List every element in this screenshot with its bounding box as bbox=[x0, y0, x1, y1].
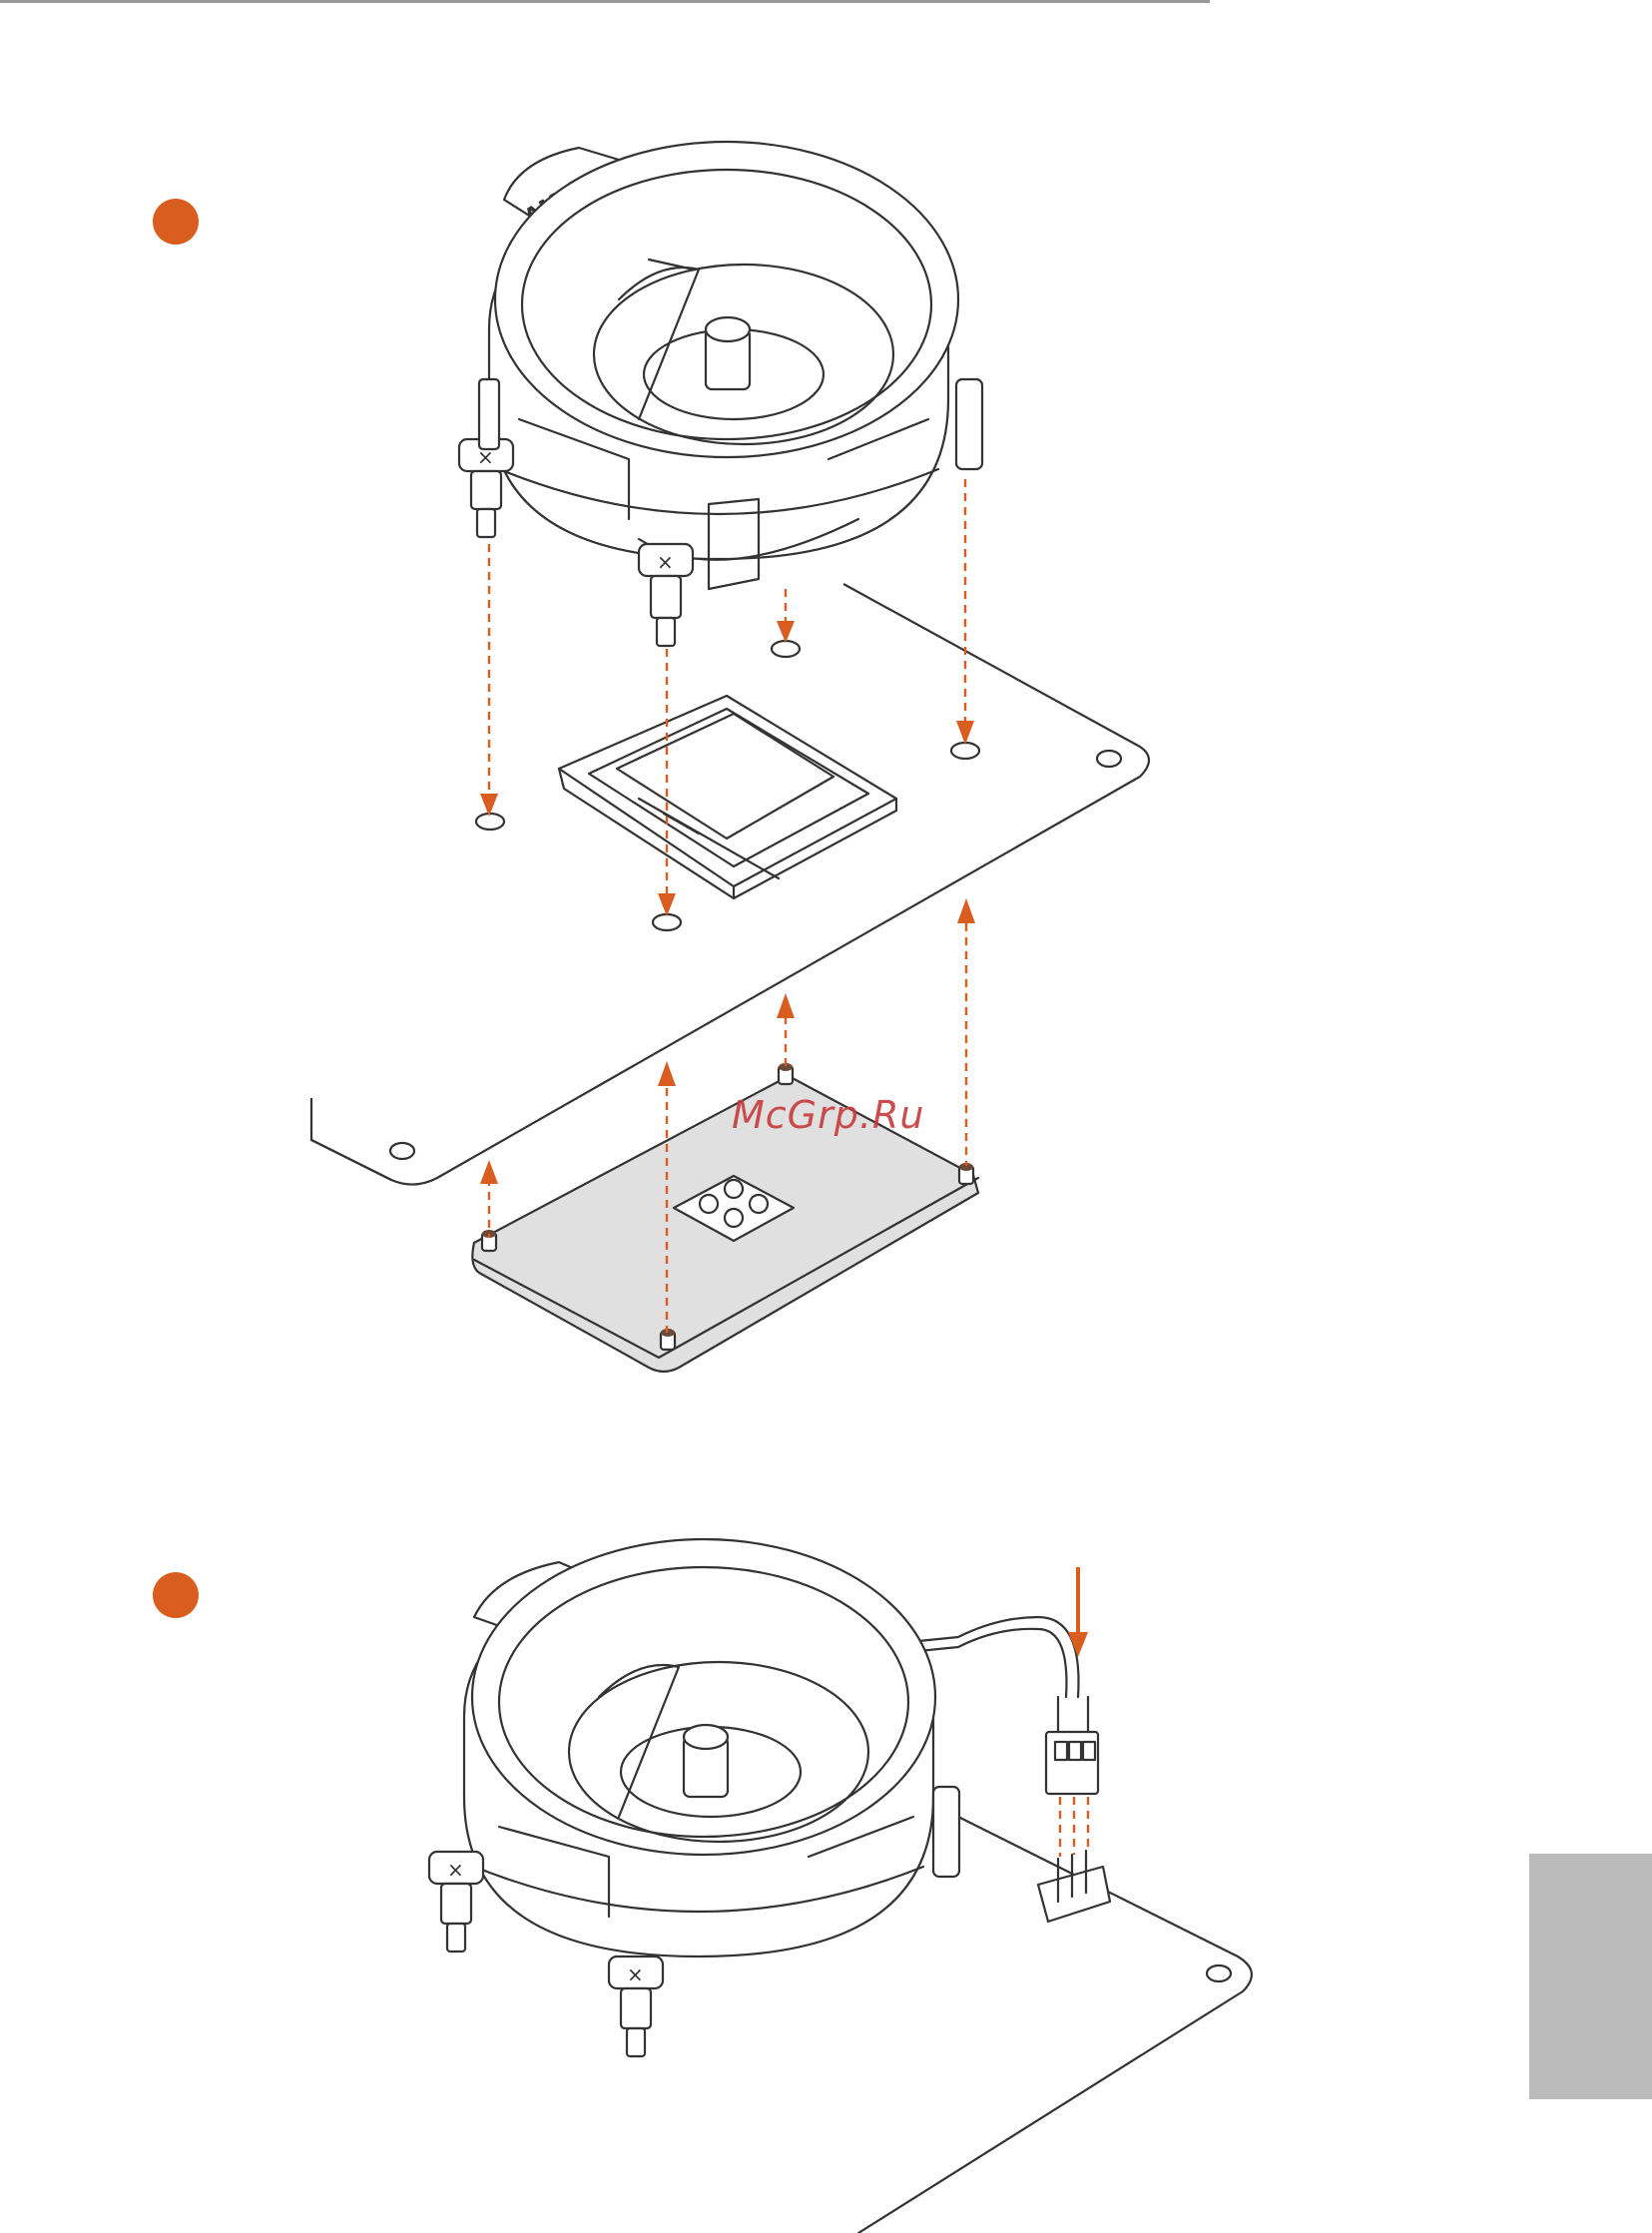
svg-text:×: × bbox=[447, 1858, 464, 1882]
backplate-standoff bbox=[779, 1063, 793, 1084]
fan-connector bbox=[1046, 1697, 1098, 1794]
mount-hole bbox=[476, 814, 504, 830]
mounting-screw bbox=[933, 1787, 959, 1877]
mounting-screw bbox=[956, 379, 982, 469]
watermark: McGrp.Ru bbox=[732, 1093, 924, 1137]
svg-text:×: × bbox=[657, 550, 674, 574]
step-1-illustration: AMDα × × bbox=[311, 142, 1149, 1372]
mounting-screw: × bbox=[459, 439, 513, 537]
backplate-standoff bbox=[959, 1163, 973, 1184]
mounting-screw: × bbox=[639, 544, 693, 646]
mounting-screw: × bbox=[429, 1852, 483, 1952]
step-2-illustration: AMDα × × bbox=[429, 1539, 1252, 2233]
backplate-standoff bbox=[482, 1230, 496, 1251]
svg-text:×: × bbox=[627, 1962, 644, 1986]
cpu-cooler: AMDα × × bbox=[459, 142, 982, 646]
